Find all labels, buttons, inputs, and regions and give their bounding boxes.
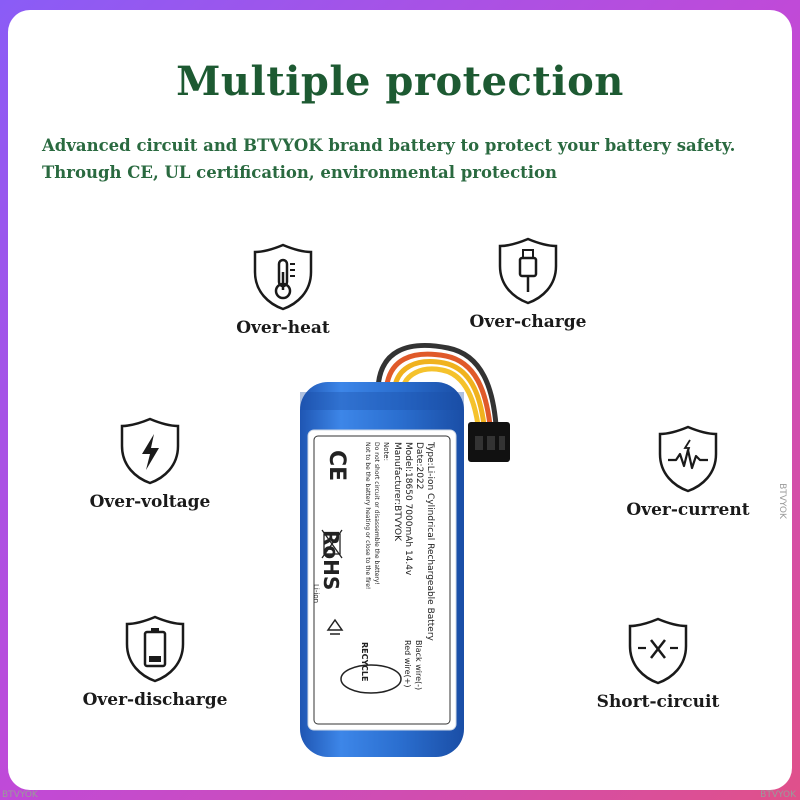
wire-red: [383, 351, 493, 426]
label-warning-1: Do not short circuit or disassemble the …: [373, 442, 380, 585]
page-title: Multiple protection: [176, 58, 624, 105]
label-manufacturer: Manufacturer:BTVYOK: [392, 442, 402, 542]
feature-overvoltage: Over-voltage: [70, 416, 230, 512]
red-wire-label: Red wire(+): [403, 640, 412, 688]
lightning-icon: [120, 417, 180, 485]
feature-shortcircuit: Short-circuit: [578, 616, 738, 712]
label-model: Model:18650 7000mAh 14.4v: [403, 442, 413, 576]
li-ion-mark: Li-ion: [312, 584, 320, 603]
battery-pack-image: Type:Li-ion Cylindrical Rechargeable Bat…: [300, 343, 510, 757]
feature-overcurrent-label: Over-current: [626, 500, 750, 520]
page-subtitle: Advanced circuit and BTVYOK brand batter…: [42, 136, 736, 182]
usb-plug-icon: [498, 237, 558, 305]
wire-black: [375, 343, 499, 426]
wire-yellow-2: [399, 366, 481, 426]
label-warning-2: Not to be the battery heating or close t…: [364, 442, 371, 589]
rohs-mark: RoHS: [319, 530, 343, 590]
recycle-stamp: [340, 664, 402, 694]
thermometer-icon: [253, 243, 313, 311]
recycle-stamp-text: RECYCLE: [360, 642, 369, 681]
recycle-icon: [326, 618, 344, 635]
black-wire-label: Black wire(-): [414, 640, 423, 690]
feature-overcharge: Over-charge: [448, 236, 608, 332]
ce-mark: CE: [324, 450, 349, 481]
watermark-bottom-right: BTVYOK: [760, 790, 796, 800]
feature-overheat: Over-heat: [213, 242, 353, 338]
feature-overdischarge: Over-discharge: [70, 614, 240, 710]
battery-label-sticker: [307, 429, 457, 731]
short-circuit-icon: [628, 617, 688, 685]
crossed-bin-icon: [321, 529, 343, 559]
feature-shortcircuit-label: Short-circuit: [596, 692, 720, 712]
battery-icon: [125, 615, 185, 683]
label-date: Date:2022: [414, 442, 424, 489]
product-card: Multiple protection Advanced circuit and…: [8, 10, 792, 790]
feature-overcurrent: Over-current: [608, 424, 768, 520]
label-type: Type:Li-ion Cylindrical Rechargeable Bat…: [425, 441, 435, 642]
current-wave-icon: [658, 425, 718, 493]
watermark-right: BTVYOK: [777, 483, 788, 519]
feature-overcharge-label: Over-charge: [469, 312, 587, 332]
feature-overheat-label: Over-heat: [236, 318, 330, 338]
label-note: Note:: [382, 442, 390, 461]
wire-yellow-1: [391, 359, 487, 426]
watermark-bottom-left: BTVYOK: [2, 790, 38, 800]
feature-overvoltage-label: Over-voltage: [89, 492, 211, 512]
feature-overdischarge-label: Over-discharge: [82, 690, 228, 710]
